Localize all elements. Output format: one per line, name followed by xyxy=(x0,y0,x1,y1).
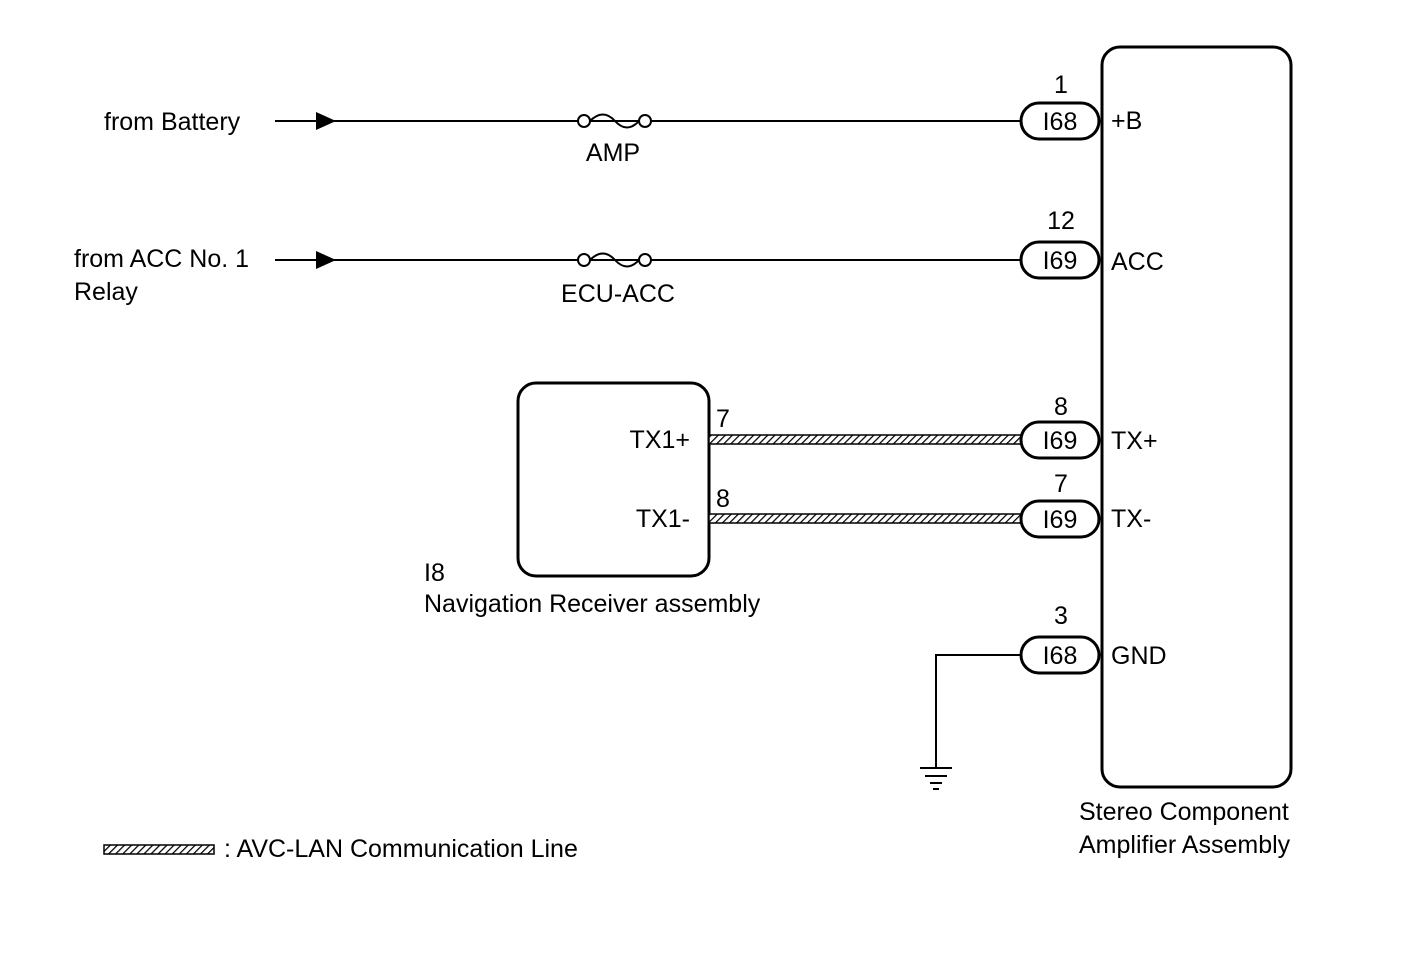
amplifier-name-line1: Stereo Component xyxy=(1079,798,1289,826)
amp-pin-txm-number: 7 xyxy=(1054,470,1068,498)
amp-pin-gnd-connector: I68 xyxy=(1043,642,1078,670)
amp-pin-acc-label: ACC xyxy=(1111,248,1164,276)
source-acc-label-line1: from ACC No. 1 xyxy=(74,245,249,273)
amp-pin-txp-label: TX+ xyxy=(1111,427,1158,455)
amp-pin-gnd-number: 3 xyxy=(1054,602,1068,630)
nav-pin-tx1p-label: TX1+ xyxy=(630,426,690,454)
amp-pin-gnd: 3 I68 GND xyxy=(1019,602,1167,675)
amp-pin-gnd-label: GND xyxy=(1111,642,1167,670)
legend-text: : AVC-LAN Communication Line xyxy=(224,835,578,863)
amp-pin-b: 1 I68 +B xyxy=(1019,71,1142,141)
battery-arrow-icon xyxy=(316,112,336,130)
amp-pin-txm-connector: I69 xyxy=(1043,506,1078,534)
navigation-connector-id: I8 xyxy=(424,559,445,587)
fuse-amp-label: AMP xyxy=(586,139,640,167)
source-acc-label-line2: Relay xyxy=(74,278,138,306)
source-battery-label: from Battery xyxy=(104,108,241,136)
amplifier-box xyxy=(1100,45,1293,789)
acc-arrow-icon xyxy=(316,251,336,269)
nav-pin-tx1p-number: 7 xyxy=(716,405,730,433)
amp-pin-acc-number: 12 xyxy=(1047,207,1075,235)
fuse-ecu-acc-icon xyxy=(577,252,652,268)
nav-pin-tx1m-number: 8 xyxy=(716,485,730,513)
fuse-amp-icon xyxy=(577,113,652,129)
nav-pin-tx1m-label: TX1- xyxy=(636,505,690,533)
ground-icon xyxy=(920,767,952,790)
amp-pin-txp: 8 I69 TX+ xyxy=(1019,393,1158,460)
avc-lan-wire-txm xyxy=(708,513,1024,524)
amp-pin-acc: 12 I69 ACC xyxy=(1019,207,1164,280)
amp-pin-txm-label: TX- xyxy=(1111,505,1151,533)
amp-pin-b-connector: I68 xyxy=(1043,108,1078,136)
fuse-ecu-acc-label: ECU-ACC xyxy=(561,280,675,308)
amp-pin-txp-number: 8 xyxy=(1054,393,1068,421)
amp-pin-b-number: 1 xyxy=(1054,71,1068,99)
avc-lan-wire-txp xyxy=(708,434,1024,445)
amp-pin-acc-connector: I69 xyxy=(1043,247,1078,275)
amplifier-name-line2: Amplifier Assembly xyxy=(1079,831,1291,859)
amp-pin-txp-connector: I69 xyxy=(1043,427,1078,455)
legend-hatch-swatch xyxy=(103,844,215,855)
amp-pin-b-label: +B xyxy=(1111,107,1142,135)
navigation-receiver-box xyxy=(516,381,711,578)
navigation-receiver-name: Navigation Receiver assembly xyxy=(424,590,761,618)
ground-wire xyxy=(935,654,1022,768)
amp-pin-txm: 7 I69 TX- xyxy=(1019,470,1151,539)
